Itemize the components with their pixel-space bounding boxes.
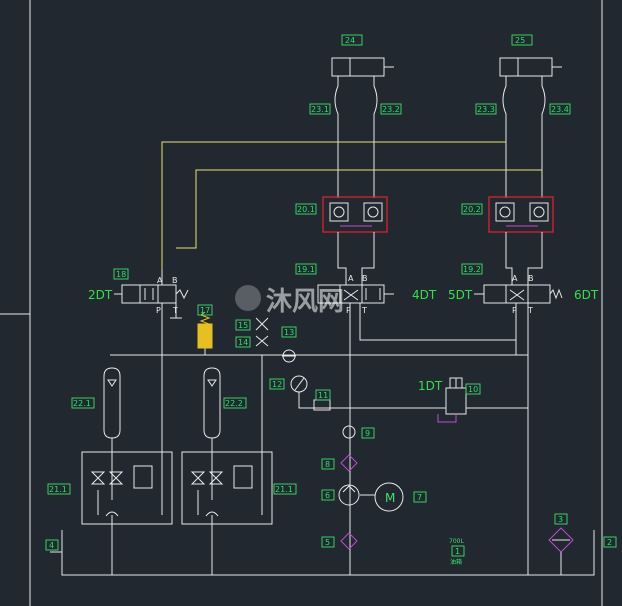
port-b-19-1: B — [362, 274, 368, 283]
valves-14-15 — [255, 317, 269, 347]
label-23-2: 23.2 — [382, 105, 400, 114]
label-7: 7 — [417, 493, 422, 502]
drawing-frame — [0, 0, 603, 606]
label-21-2: 21.1 — [275, 485, 293, 494]
relief-valve-10 — [350, 377, 528, 423]
filter-3 — [548, 527, 574, 575]
port-t-18: T — [172, 306, 178, 315]
label-3: 3 — [558, 515, 563, 524]
label-2: 2 — [607, 538, 612, 547]
label-6: 6 — [325, 491, 330, 500]
label-20-2: 20.2 — [463, 205, 481, 214]
label-23-4: 23.4 — [551, 105, 569, 114]
solenoid-5dt: 5DT — [448, 288, 473, 302]
valve-lines-upper — [337, 232, 543, 285]
watermark-text: 沐风网 — [266, 287, 344, 317]
label-14: 14 — [238, 338, 248, 347]
label-10: 10 — [468, 385, 478, 394]
port-t-19-1: T — [361, 306, 367, 315]
label-18: 18 — [116, 270, 126, 279]
label-8: 8 — [325, 460, 330, 469]
tank-volume: 700L — [449, 538, 464, 545]
label-22-2: 22.2 — [225, 399, 243, 408]
solenoid-2dt: 2DT — [88, 288, 113, 302]
label-24: 24 — [345, 36, 355, 45]
label-20-1: 20.1 — [297, 205, 315, 214]
label-4: 4 — [49, 541, 54, 550]
motor-label: M — [385, 491, 395, 505]
return-line — [50, 515, 595, 576]
hoses-23 — [334, 85, 546, 198]
label-12: 12 — [272, 380, 282, 389]
label-15: 15 — [238, 321, 248, 330]
check-valve-13 — [282, 349, 296, 363]
label-13: 13 — [284, 328, 294, 337]
pilot-lines — [161, 141, 542, 270]
label-19-2: 19.2 — [463, 265, 481, 274]
port-b-18: B — [172, 276, 178, 285]
label-22-1: 22.1 — [73, 399, 91, 408]
accumulator-22-1 — [103, 367, 121, 452]
label-25: 25 — [515, 36, 525, 45]
check-valve-block-20-2 — [488, 196, 554, 233]
label-23-1: 23.1 — [311, 105, 329, 114]
pressure-line — [110, 340, 528, 452]
port-letters: A B P T A B P T A B P T — [156, 274, 534, 315]
port-a-19-2: A — [512, 274, 518, 283]
cylinder-24 — [331, 57, 394, 86]
label-17: 17 — [200, 306, 210, 315]
label-11: 11 — [318, 391, 328, 400]
port-a-19-1: A — [348, 274, 354, 283]
port-a-18: A — [157, 276, 163, 285]
solenoid-labels: 2DT 4DT 5DT 6DT 1DT — [88, 288, 599, 393]
tank-name: 油箱 — [450, 558, 462, 566]
cylinder-25 — [499, 57, 562, 86]
port-b-19-2: B — [528, 274, 534, 283]
port-p-19-1: P — [346, 306, 351, 315]
solenoid-4dt: 4DT — [412, 288, 437, 302]
component-labels: 24 25 23.1 23.2 23.3 23.4 20.1 20.2 19.1… — [45, 34, 617, 557]
port-p-19-2: P — [512, 306, 517, 315]
accumulator-block-21-2 — [181, 451, 273, 525]
directional-valve-19-1 — [317, 284, 516, 575]
label-23-3: 23.3 — [477, 105, 495, 114]
pressure-switch-17 — [197, 311, 213, 349]
check-valve-block-20-1 — [322, 196, 388, 233]
solenoid-6dt: 6DT — [574, 288, 599, 302]
label-19-1: 19.1 — [297, 265, 315, 274]
port-t-19-2: T — [527, 306, 533, 315]
accumulator-22-2 — [203, 367, 221, 452]
solenoid-1dt: 1DT — [418, 379, 443, 393]
label-9: 9 — [365, 429, 370, 438]
label-21-1: 21.1 — [49, 485, 67, 494]
label-1: 1 — [455, 547, 460, 556]
directional-valve-19-2 — [474, 284, 563, 575]
watermark: 沐风网 — [235, 285, 344, 317]
label-5: 5 — [325, 538, 330, 547]
directional-valve-18 — [114, 270, 189, 355]
accumulator-block-21-1 — [81, 451, 173, 525]
port-p-18: P — [156, 306, 161, 315]
pump-group — [338, 425, 404, 550]
